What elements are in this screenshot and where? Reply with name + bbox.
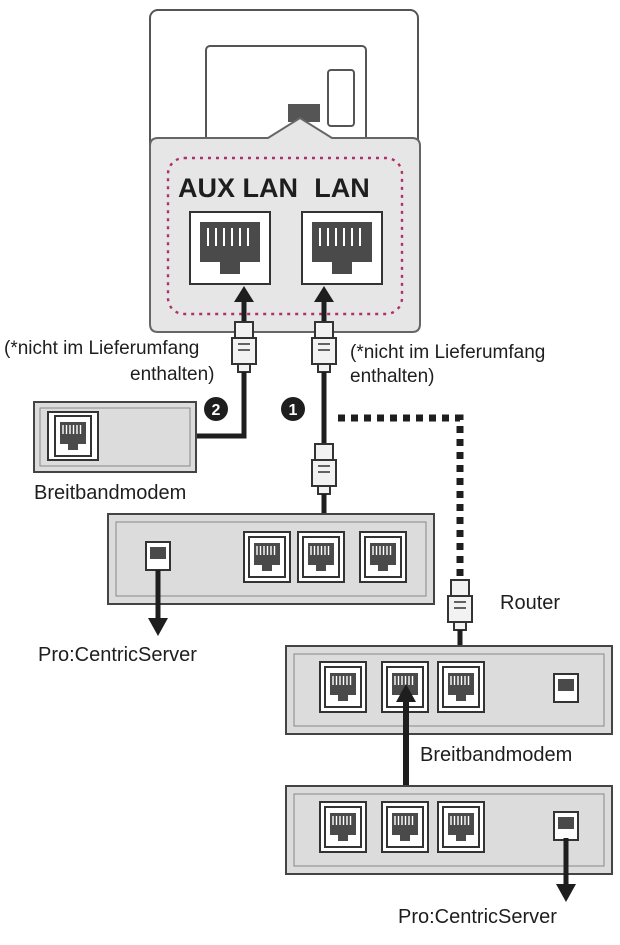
port-callout-panel: AUX LAN LAN: [149, 116, 421, 333]
right-server-label: Pro:CentricServer: [398, 906, 557, 928]
cable-lan: [311, 321, 337, 538]
lan-port-title: LAN: [314, 173, 370, 203]
left-broadband-modem: [33, 401, 197, 473]
left-modem-label: Breitbandmodem: [34, 482, 187, 504]
aux-lan-port-title: AUX LAN: [178, 173, 298, 203]
right-upper-device: [285, 645, 613, 735]
dotted-highlight: [166, 156, 404, 316]
display-device: [149, 9, 419, 171]
badge-two: 2: [204, 397, 228, 421]
right-lower-device: [285, 785, 613, 902]
right-note-line1: (*nicht im Lieferumfang: [350, 342, 546, 363]
right-modem-label: Breitbandmodem: [420, 744, 573, 766]
svg-text:2: 2: [212, 402, 221, 419]
router-device: [107, 513, 435, 636]
left-note-line1: (*nicht im Lieferumfang: [4, 338, 200, 359]
router-label: Router: [500, 592, 561, 614]
lan-port-icon: [301, 211, 383, 285]
right-note-line2: enthalten): [350, 366, 435, 387]
left-note-line2: enthalten): [130, 364, 215, 385]
svg-text:1: 1: [289, 402, 298, 419]
left-server-label: Pro:CentricServer: [38, 644, 197, 666]
badge-one: 1: [281, 397, 305, 421]
aux-lan-port-icon: [189, 211, 271, 285]
